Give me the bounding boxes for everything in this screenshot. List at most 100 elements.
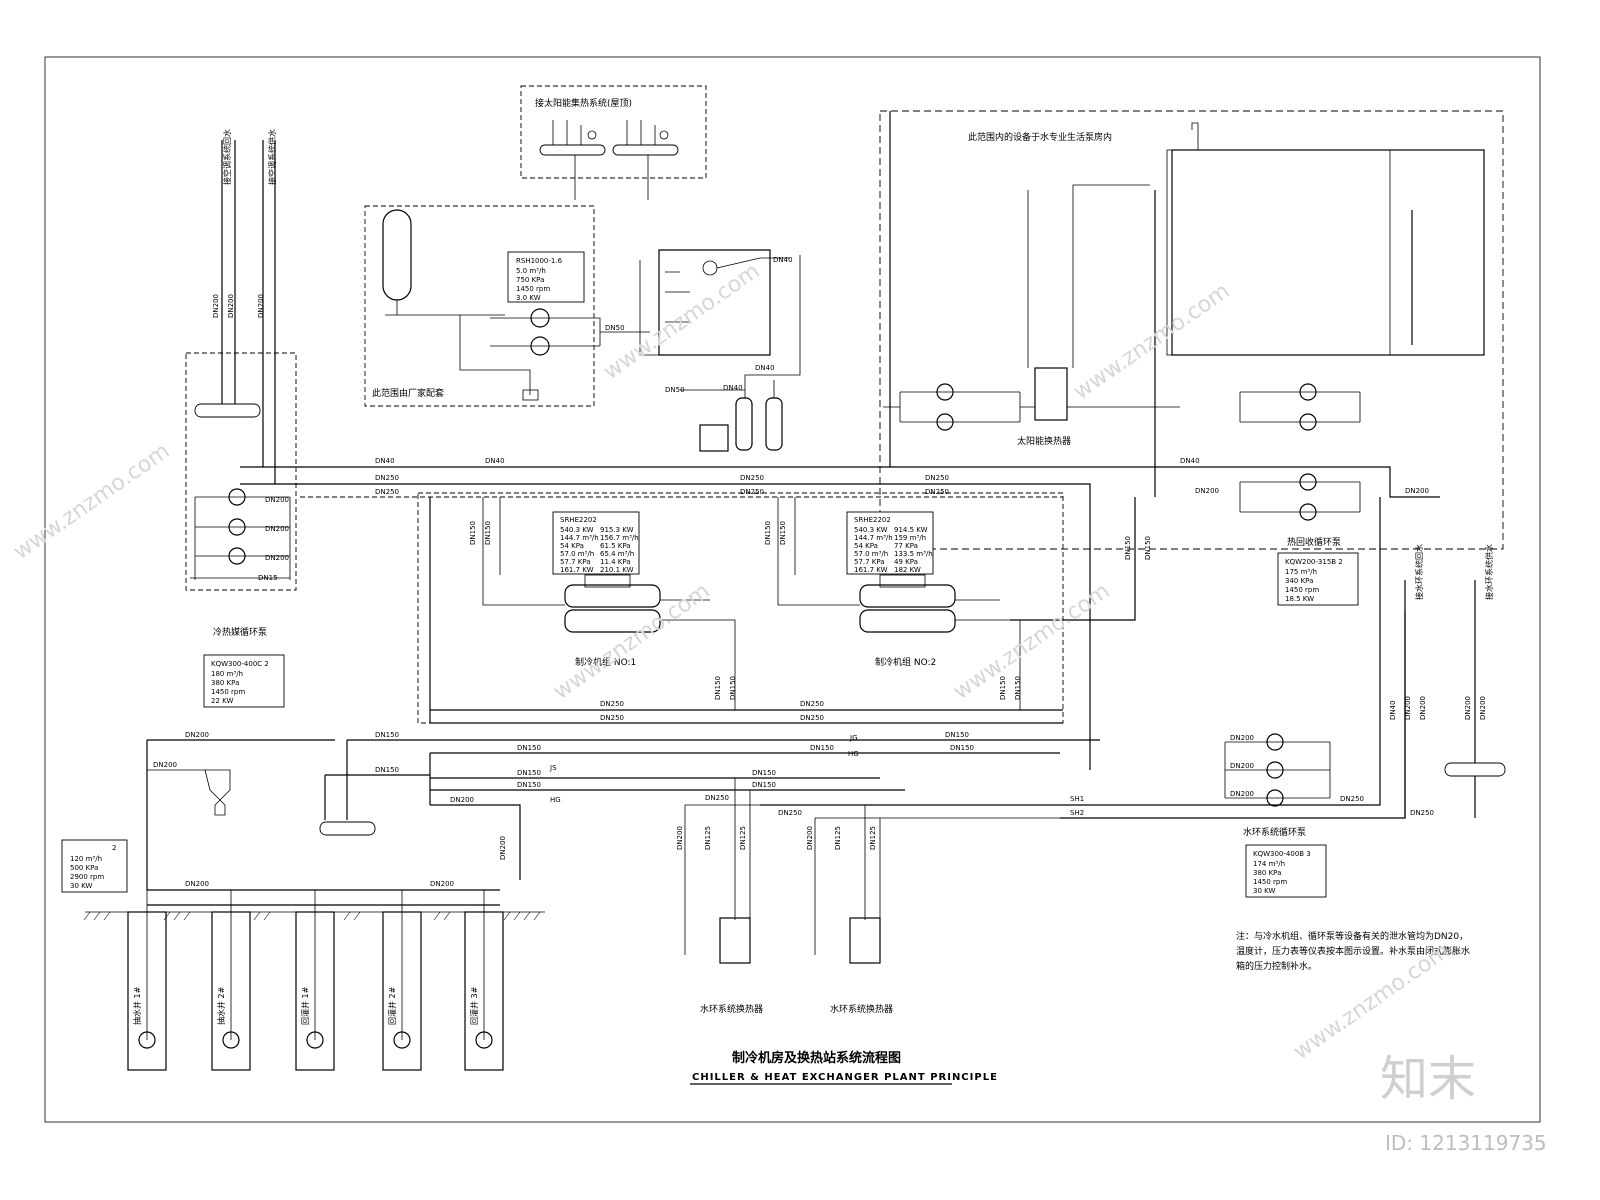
svg-text:DN250: DN250 xyxy=(800,714,824,722)
main-headers: DN40 DN40 DN40 DN250 DN250 DN250 DN250 D… xyxy=(240,111,1440,770)
pressure-tank xyxy=(382,209,412,301)
well-5: 回灌井 3# xyxy=(464,890,504,1071)
svg-text:210.1 KW: 210.1 KW xyxy=(600,566,634,574)
cold-hot-pump-region xyxy=(185,352,297,591)
svg-text:DN150: DN150 xyxy=(517,744,541,752)
pump-icon xyxy=(1299,473,1317,491)
svg-text:144.7 m³/h: 144.7 m³/h xyxy=(854,534,893,542)
svg-text:DN150: DN150 xyxy=(752,781,776,789)
cold-hot-pump-spec-table xyxy=(203,654,285,708)
svg-text:DN40: DN40 xyxy=(1389,700,1397,720)
svg-text:DN200: DN200 xyxy=(265,525,289,533)
chiller-return-headers: DN250 DN250 DN250 DN250 xyxy=(429,497,1063,724)
svg-text:RSH1000-1.6: RSH1000-1.6 xyxy=(516,257,563,265)
svg-text:DN200: DN200 xyxy=(153,761,177,769)
loop-risers: 接水环系统回水 接水环系统供水 DN200 DN200 xyxy=(1404,544,1506,818)
svg-text:HG: HG xyxy=(848,750,859,758)
svg-text:61.5 KPa: 61.5 KPa xyxy=(600,542,631,550)
svg-text:JG: JG xyxy=(849,734,858,742)
svg-text:DN200: DN200 xyxy=(227,294,235,318)
pump-icon xyxy=(1266,789,1284,807)
svg-text:5.0 m³/h: 5.0 m³/h xyxy=(516,267,546,275)
svg-text:KQW300-400B 3: KQW300-400B 3 xyxy=(1253,850,1311,858)
ground-line xyxy=(83,911,545,921)
svg-text:DN40: DN40 xyxy=(755,364,775,372)
svg-text:制冷机组 NO:1: 制冷机组 NO:1 xyxy=(575,656,636,668)
pump-icon xyxy=(1299,383,1317,401)
well-3: 回灌井 1# xyxy=(295,890,335,1071)
solar-heat-exchanger xyxy=(1034,367,1068,421)
svg-text:www.znzmo.com: www.znzmo.com xyxy=(549,579,714,705)
svg-text:DN250: DN250 xyxy=(800,700,824,708)
storage-water-tank xyxy=(1166,122,1485,356)
svg-text:DN200: DN200 xyxy=(1230,790,1254,798)
svg-text:DN250: DN250 xyxy=(705,794,729,802)
loop-header xyxy=(1444,762,1506,777)
svg-text:65.4 m³/h: 65.4 m³/h xyxy=(600,550,634,558)
svg-text:DN250: DN250 xyxy=(1410,809,1434,817)
svg-text:DN150: DN150 xyxy=(484,521,492,545)
pump-icon xyxy=(936,383,954,401)
svg-text:182 KW: 182 KW xyxy=(894,566,921,574)
svg-text:22 KW: 22 KW xyxy=(211,697,233,705)
svg-text:30 KW: 30 KW xyxy=(1253,887,1275,895)
solar-collector-headers xyxy=(539,120,679,200)
svg-text:www.znzmo.com: www.znzmo.com xyxy=(9,439,174,565)
pump-icon xyxy=(530,308,550,328)
svg-text:SRHE2202: SRHE2202 xyxy=(854,516,891,524)
svg-text:DN150: DN150 xyxy=(950,744,974,752)
svg-text:DN150: DN150 xyxy=(517,769,541,777)
svg-text:DN200: DN200 xyxy=(257,294,265,318)
svg-text:DN250: DN250 xyxy=(375,488,399,496)
svg-text:1450 rpm: 1450 rpm xyxy=(1285,586,1319,594)
solar-collector-label: 接太阳能集热系统(屋顶) xyxy=(535,97,632,109)
svg-text:DN150: DN150 xyxy=(517,781,541,789)
svg-text:回灌井 2#: 回灌井 2# xyxy=(387,986,397,1025)
domestic-water-room-label: 此范围内的设备于水专业生活泵房内 xyxy=(968,131,1112,143)
heat-recovery-pump-group: 热回收循环泵 KQW200-315B 2 175 m³/h 340 KPa 14… xyxy=(1239,473,1361,606)
svg-text:水环系统换热器: 水环系统换热器 xyxy=(830,1003,893,1015)
svg-text:接水环系统回水: 接水环系统回水 xyxy=(1414,544,1424,600)
pump-icon xyxy=(1299,503,1317,521)
svg-text:抽水井 1#: 抽水井 1# xyxy=(132,986,142,1025)
svg-text:161.7 KW: 161.7 KW xyxy=(560,566,594,574)
pressure-gauge-icon xyxy=(587,130,597,140)
svg-text:DN125: DN125 xyxy=(834,826,842,850)
pump-icon xyxy=(936,413,954,431)
submersible-pump-icon xyxy=(138,1031,156,1049)
svg-text:380 KPa: 380 KPa xyxy=(211,679,239,687)
svg-text:DN150: DN150 xyxy=(945,731,969,739)
svg-text:DN125: DN125 xyxy=(704,826,712,850)
heat-recovery-spec-table xyxy=(1277,552,1359,606)
right-pump-group-1 xyxy=(1239,383,1361,431)
chiller-1-spec-table xyxy=(552,511,640,575)
svg-text:DN50: DN50 xyxy=(665,386,685,394)
submersible-pump-icon xyxy=(222,1031,240,1049)
svg-text:DN250: DN250 xyxy=(375,474,399,482)
svg-text:DN150: DN150 xyxy=(779,521,787,545)
svg-text:380 KPa: 380 KPa xyxy=(1253,869,1281,877)
svg-text:DN200: DN200 xyxy=(1405,487,1429,495)
svg-text:DN200: DN200 xyxy=(1230,734,1254,742)
svg-text:SH1: SH1 xyxy=(1070,795,1084,803)
svg-text:DN200: DN200 xyxy=(1404,696,1412,720)
title-block: 制冷机房及换热站系统流程图 CHILLER & HEAT EXCHANGER P… xyxy=(690,1050,998,1085)
title-en: CHILLER & HEAT EXCHANGER PLANT PRINCIPLE xyxy=(692,1072,998,1083)
svg-text:DN200: DN200 xyxy=(212,294,220,318)
svg-text:DN250: DN250 xyxy=(740,488,764,496)
svg-text:DN250: DN250 xyxy=(1340,795,1364,803)
svg-text:DN50: DN50 xyxy=(605,324,625,332)
svg-text:161.7 KW: 161.7 KW xyxy=(854,566,888,574)
svg-text:DN125: DN125 xyxy=(739,826,747,850)
pump-icon xyxy=(228,547,246,565)
svg-text:915.3 KW: 915.3 KW xyxy=(600,526,634,534)
svg-text:57.7 KPa: 57.7 KPa xyxy=(560,558,591,566)
svg-text:DN150: DN150 xyxy=(1124,536,1132,560)
svg-text:接空调系统回水: 接空调系统回水 xyxy=(222,129,232,185)
drawing-frame xyxy=(44,56,1541,1123)
svg-text:DN200: DN200 xyxy=(1479,696,1487,720)
svg-text:57.0 m³/h: 57.0 m³/h xyxy=(854,550,888,558)
svg-text:DN125: DN125 xyxy=(869,826,877,850)
pressure-gauge-icon xyxy=(659,130,669,140)
svg-text:500 KPa: 500 KPa xyxy=(70,864,98,872)
